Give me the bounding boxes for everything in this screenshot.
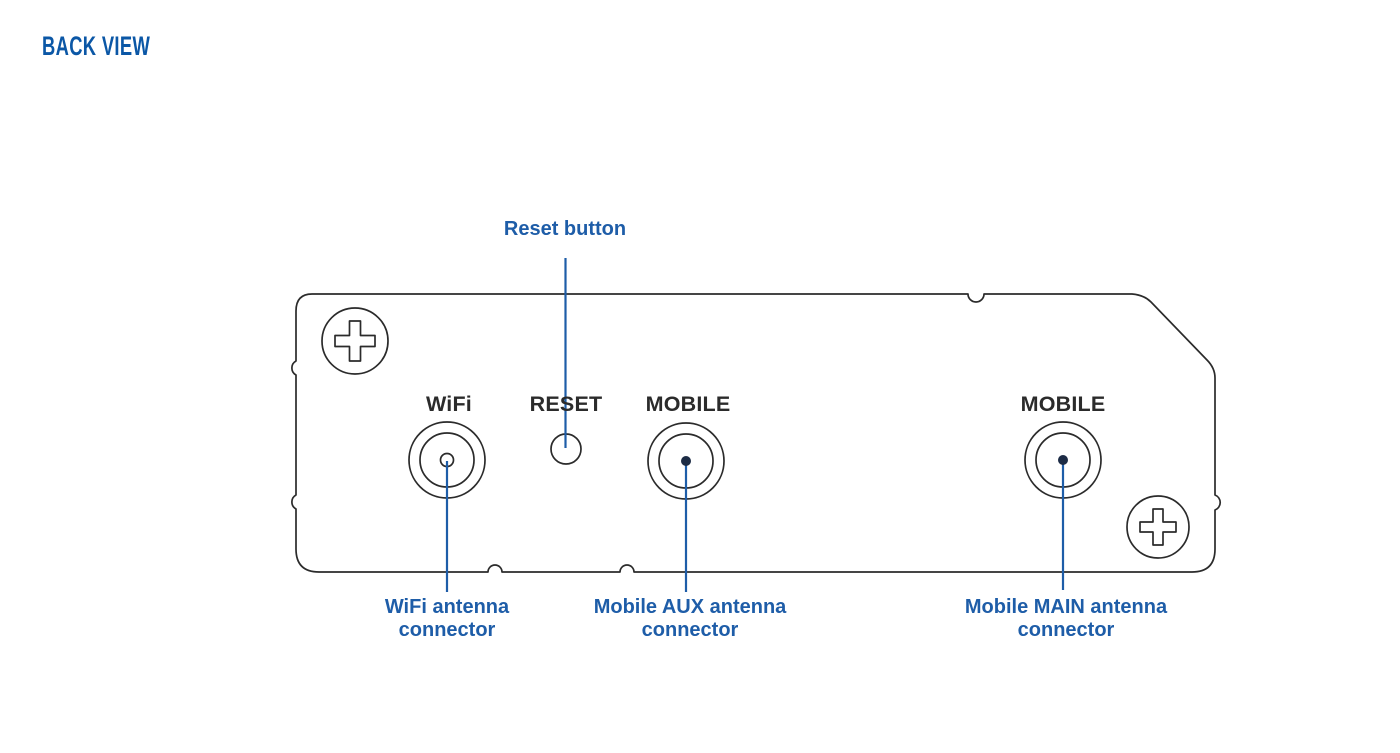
page-title: BACK VIEW [42, 31, 151, 61]
callout-text-line2: connector [1017, 619, 1115, 641]
wifi-antenna-callout-label: WiFi antenna connector [385, 596, 509, 642]
panel-label-mobile-main: MOBILE [1021, 392, 1106, 416]
callout-text-line1: Mobile MAIN antenna [964, 596, 1168, 618]
callout-text: Reset button [503, 218, 627, 240]
panel-label-reset: RESET [530, 392, 603, 416]
mobile-aux-connector-pin [681, 456, 691, 466]
reset-button-callout-label: Reset button [504, 218, 626, 241]
mobile-main-connector-pin [1058, 455, 1068, 465]
panel-label-mobile-aux: MOBILE [646, 392, 731, 416]
callout-text-line1: Mobile AUX antenna [593, 596, 787, 618]
callout-text-line2: connector [641, 619, 739, 641]
callout-text-line1: WiFi antenna [384, 596, 510, 618]
mobile-main-antenna-callout-label: Mobile MAIN antenna connector [965, 596, 1167, 642]
callout-text-line2: connector [398, 619, 496, 641]
callout-lines [445, 258, 1065, 592]
panel-outline [291, 293, 1221, 573]
phillips-screw-bottom-right-icon [1126, 495, 1190, 559]
mobile-aux-antenna-callout-label: Mobile AUX antenna connector [594, 596, 787, 642]
panel-label-wifi: WiFi [426, 392, 472, 416]
phillips-screw-top-left-icon [321, 307, 389, 375]
